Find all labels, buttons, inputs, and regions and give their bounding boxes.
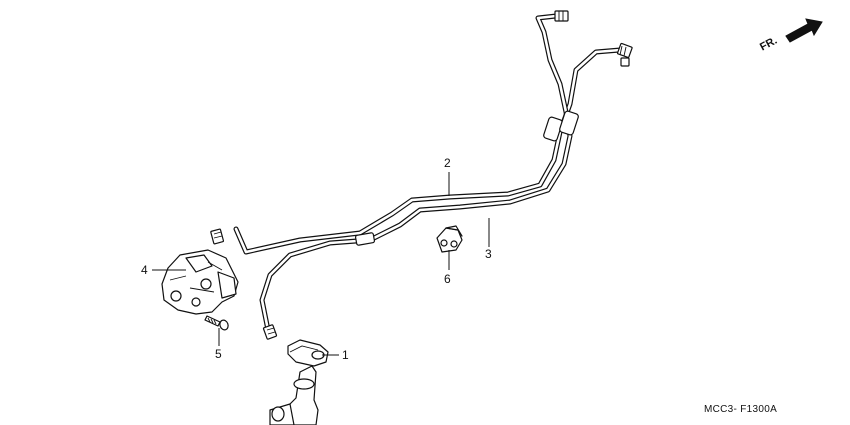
master-cylinder-partial xyxy=(269,365,319,425)
flare-nut-left xyxy=(210,228,225,245)
flare-nut-right xyxy=(616,42,633,67)
callout-labels: 1 2 3 4 5 6 xyxy=(141,156,492,362)
leader-lines xyxy=(152,172,490,356)
front-direction-indicator: FR. xyxy=(758,18,823,54)
callout-4: 4 xyxy=(141,263,148,277)
callout-5: 5 xyxy=(215,347,222,361)
pipe-clamp xyxy=(559,110,579,136)
callout-1: 1 xyxy=(342,348,349,362)
flare-nut-top xyxy=(554,10,569,22)
front-direction-label: FR. xyxy=(758,35,779,54)
figure-code: MCC3- F1300A xyxy=(704,404,777,415)
callout-2: 2 xyxy=(444,156,451,170)
mounting-bolt xyxy=(204,315,229,331)
front-arrow-icon xyxy=(785,18,823,43)
brake-pipe-3 xyxy=(259,13,573,333)
pipe-clamps xyxy=(354,110,579,246)
pipe-joint xyxy=(436,225,463,253)
callout-3: 3 xyxy=(485,247,492,261)
pipe-clip xyxy=(287,339,329,367)
callout-6: 6 xyxy=(444,272,451,286)
proportioning-valve xyxy=(161,249,239,315)
flare-nut-bottom xyxy=(262,324,278,340)
pipe-clamp xyxy=(354,232,376,246)
pipe-fittings xyxy=(210,10,633,340)
brake-pipe-2 xyxy=(233,47,623,255)
